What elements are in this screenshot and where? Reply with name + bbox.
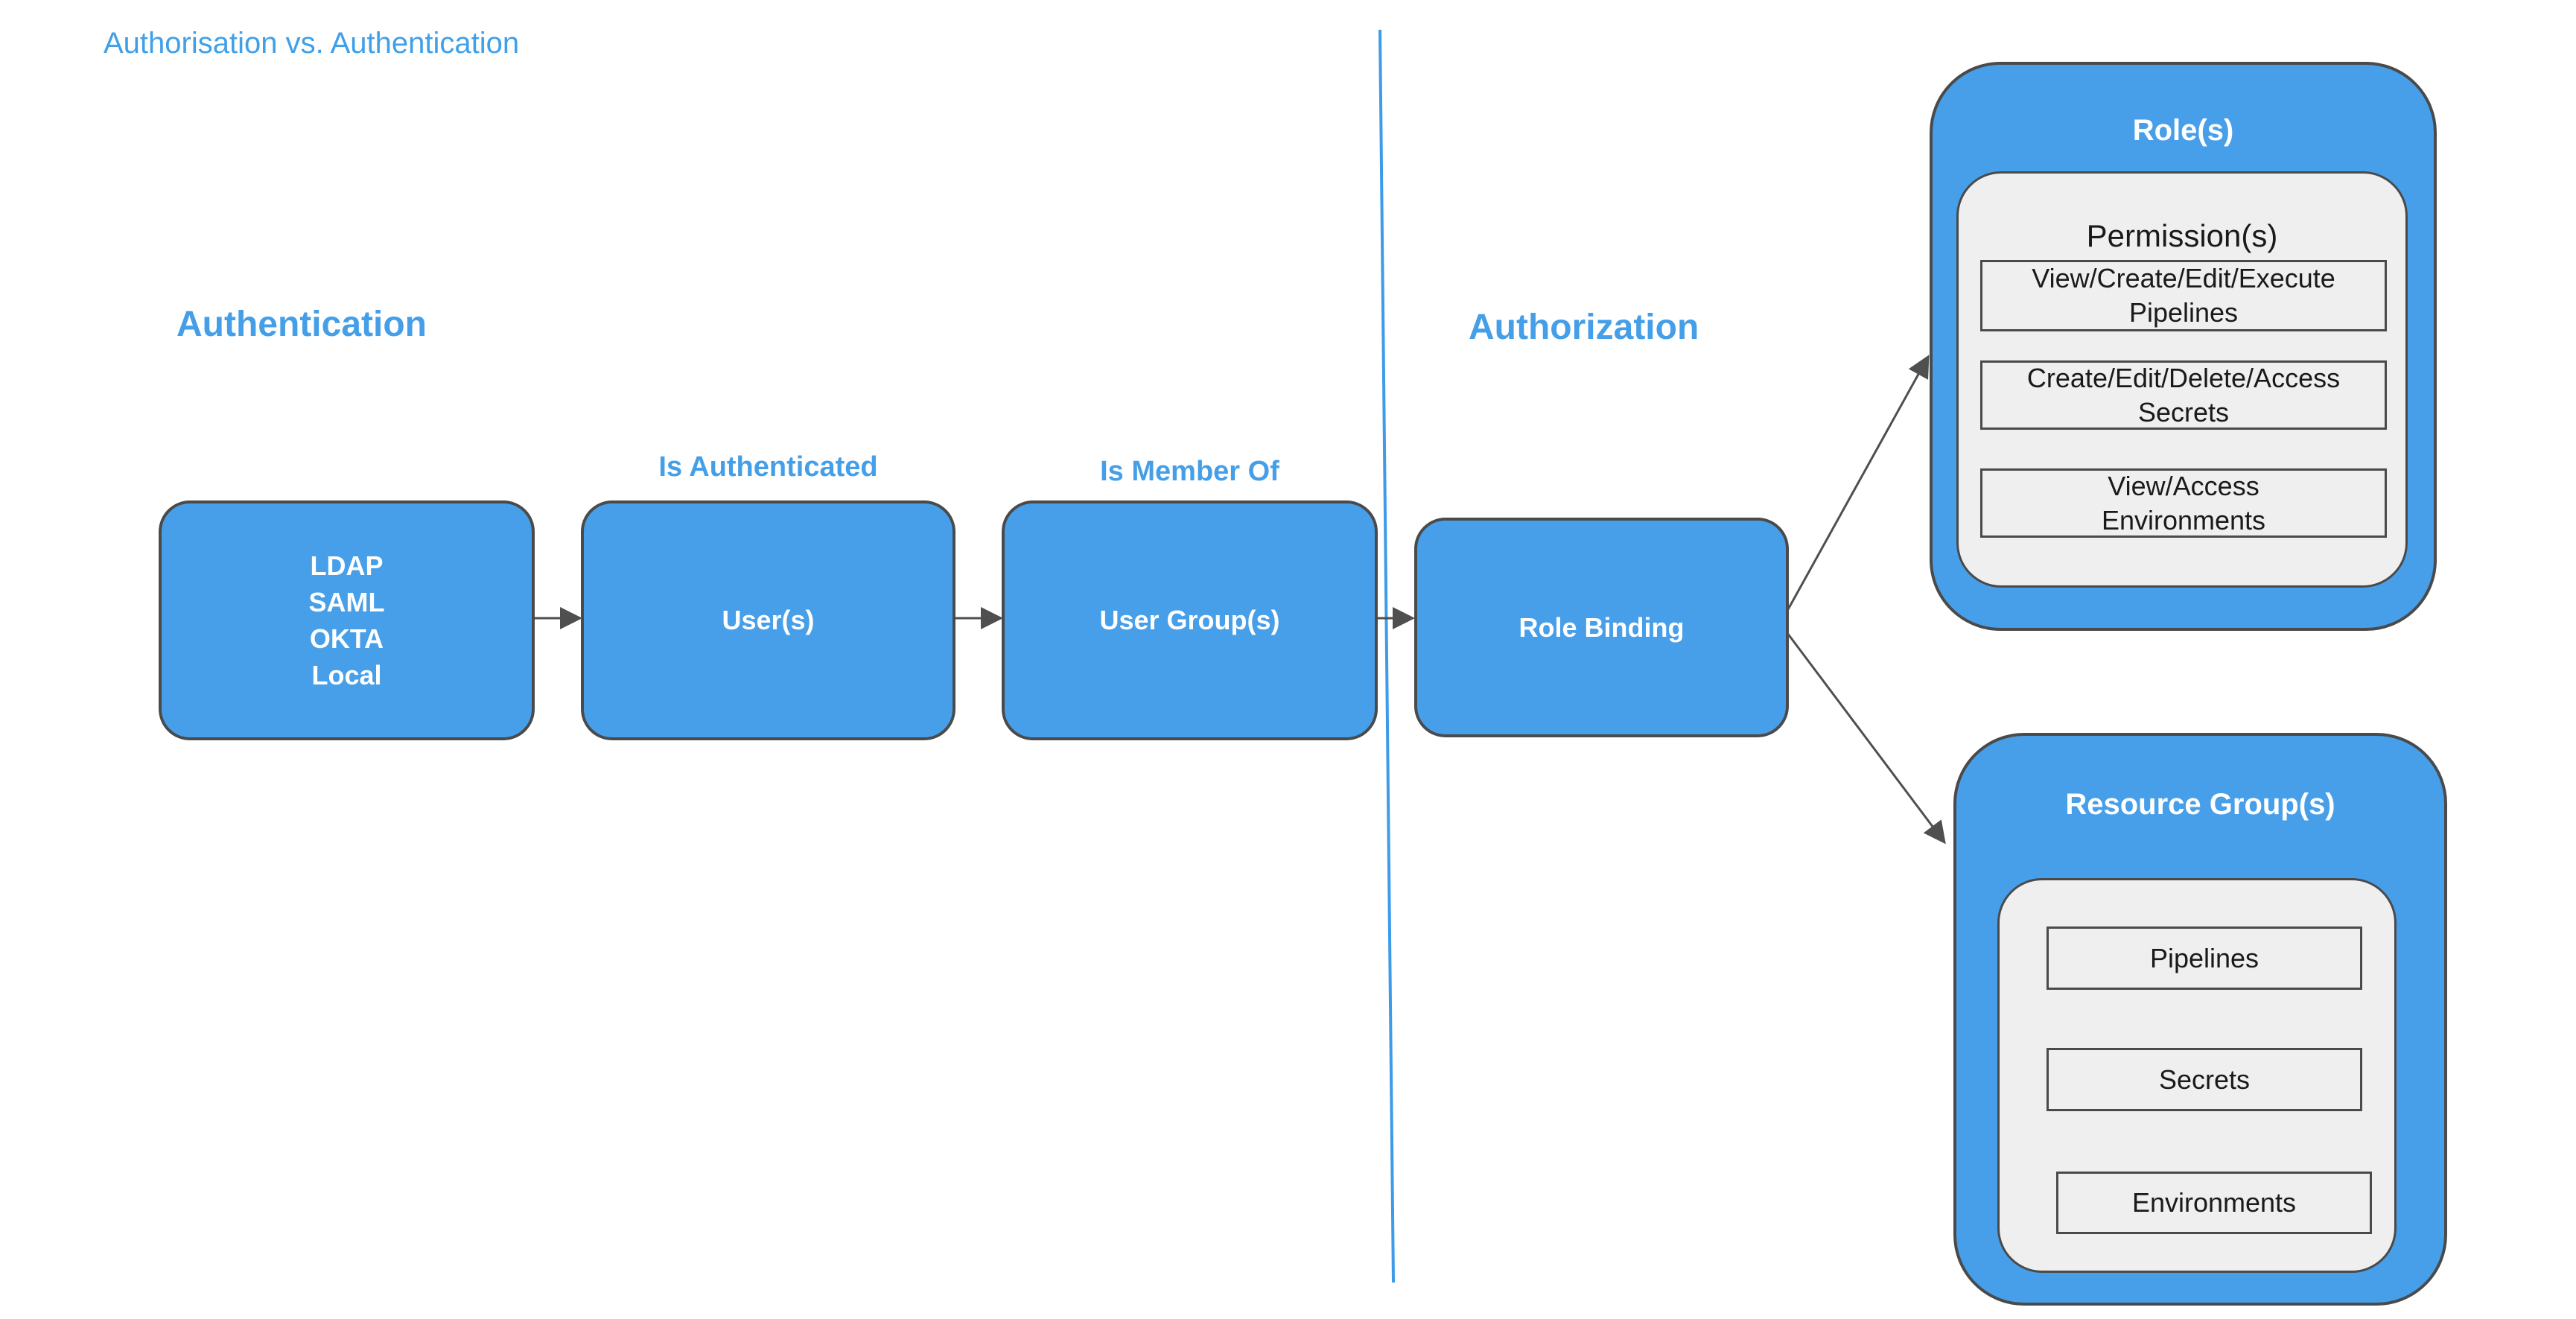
arrow-binding-to-roles <box>1786 355 1930 611</box>
identity-provider-okta: OKTA <box>309 623 384 654</box>
arrow-binding-to-resources <box>1786 632 1946 845</box>
edge-label-is-authenticated: Is Authenticated <box>658 451 878 483</box>
permission-item-secrets: Create/Edit/Delete/Access Secrets <box>1980 360 2387 430</box>
permission-secrets-target: Secrets <box>2137 396 2230 428</box>
section-heading-authorization: Authorization <box>1469 308 1699 347</box>
group-roles-title: Role(s) <box>2132 114 2234 147</box>
edge-label-is-member-of: Is Member Of <box>1100 456 1279 487</box>
permission-secrets-actions: Create/Edit/Delete/Access <box>2026 362 2341 393</box>
permission-environments-target: Environments <box>2101 504 2266 535</box>
resource-item-environments: Environments <box>2056 1172 2372 1234</box>
resource-item-pipelines: Pipelines <box>2047 927 2362 990</box>
node-identity-providers: LDAP SAML OKTA Local <box>159 500 535 740</box>
page-title: Authorisation vs. Authentication <box>104 27 520 60</box>
node-user-groups: User Group(s) <box>1002 500 1378 740</box>
identity-provider-list: LDAP SAML OKTA Local <box>309 547 385 693</box>
identity-provider-ldap: LDAP <box>310 550 384 581</box>
permission-item-pipelines: View/Create/Edit/Execute Pipelines <box>1980 260 2387 331</box>
group-roles: Role(s) Permission(s) View/Create/Edit/E… <box>1930 62 2437 631</box>
section-heading-authentication: Authentication <box>176 305 427 344</box>
group-resource-groups: Resource Group(s) Pipelines Secrets Envi… <box>1953 733 2447 1306</box>
resource-item-secrets: Secrets <box>2047 1048 2362 1111</box>
node-user-groups-label: User Group(s) <box>1099 605 1280 635</box>
identity-provider-saml: SAML <box>308 587 385 617</box>
node-users-label: User(s) <box>722 605 815 635</box>
permissions-title: Permission(s) <box>2086 218 2278 253</box>
resource-groups-panel: Pipelines Secrets Environments <box>1997 878 2397 1273</box>
identity-provider-local: Local <box>311 660 382 690</box>
section-divider-line <box>1378 29 1395 1283</box>
group-resource-groups-title: Resource Group(s) <box>2065 788 2335 821</box>
node-users: User(s) <box>581 500 955 740</box>
permission-item-environments: View/Access Environments <box>1980 468 2387 538</box>
node-role-binding-label: Role Binding <box>1518 611 1685 643</box>
roles-permissions-panel: Permission(s) View/Create/Edit/Execute P… <box>1956 171 2408 588</box>
permission-pipelines-target: Pipelines <box>2128 297 2239 328</box>
permission-pipelines-actions: View/Create/Edit/Execute <box>2032 263 2335 293</box>
permission-environments-actions: View/Access <box>2108 470 2259 501</box>
node-role-binding: Role Binding <box>1414 518 1789 737</box>
